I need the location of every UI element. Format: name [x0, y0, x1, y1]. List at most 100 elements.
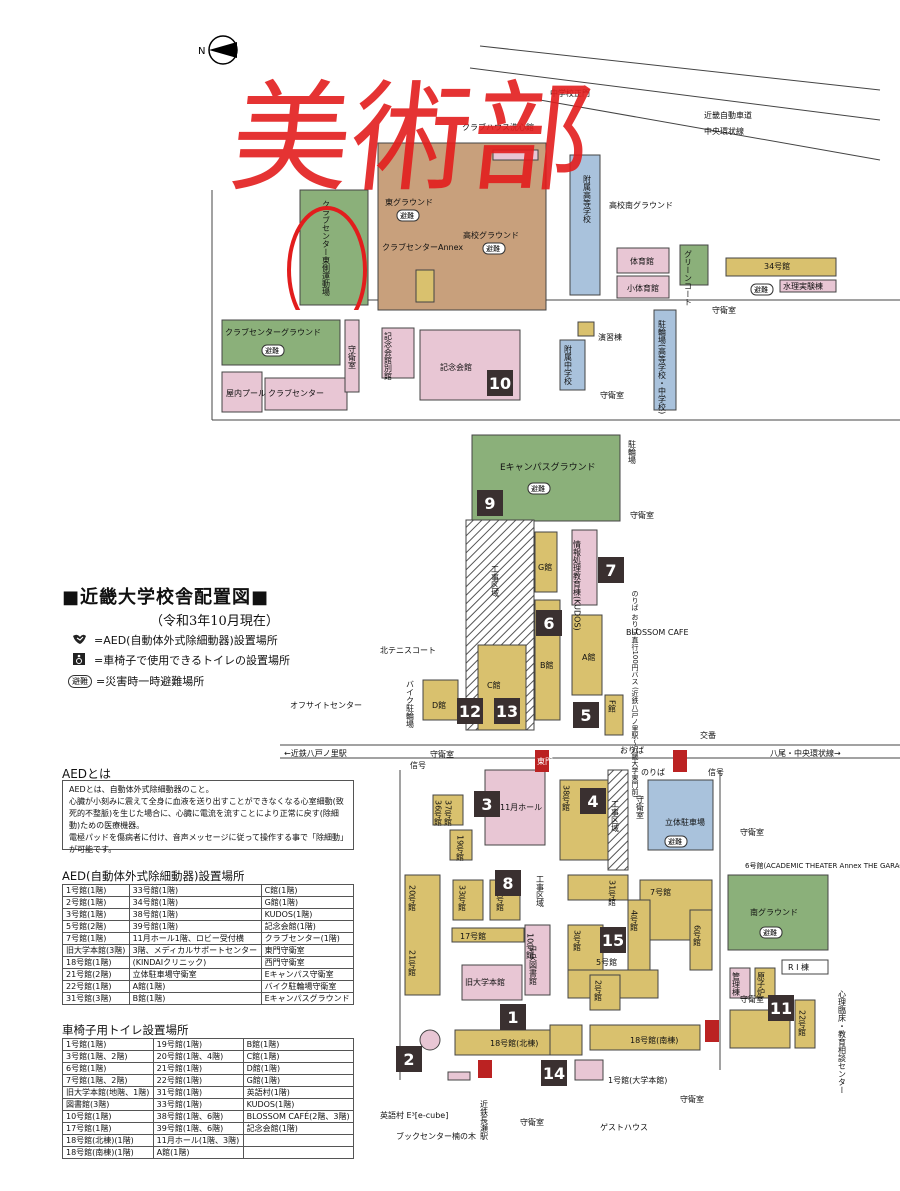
aed-location-table: 1号館(1階)33号館(1階)C館(1階)2号館(1階)34号館(1階)G館(1…	[62, 884, 355, 1005]
table-row: 10号館(1階)38号館(1階、6階)BLOSSOM CAFÉ(2階、3階)	[62, 1110, 355, 1123]
table-row: 図書館(3階)33号館(1階)KUDOS(1階)	[62, 1098, 355, 1111]
building-number-11: 11	[768, 995, 794, 1021]
book-center	[447, 1071, 471, 1081]
buildings	[221, 142, 837, 1081]
table-cell: 39号館(1階、6階)	[152, 1122, 244, 1135]
svg-text:避難: 避難	[486, 244, 500, 253]
guesthouse	[574, 1059, 604, 1081]
table-cell: 11月ホール(1階、3階)	[152, 1134, 244, 1147]
table-cell: G館(1階)	[242, 1074, 355, 1087]
table-row: 旧大学本館(地階、1階)31号館(1階)英語村(1階)	[62, 1086, 355, 1099]
table-cell: バイク駐輪場守衛室	[260, 980, 355, 993]
jhs	[559, 339, 586, 391]
evac-symbol: 避難	[68, 675, 92, 688]
label-bldg7: 7号館	[650, 887, 671, 897]
table-cell: 17号館(1階)	[62, 1122, 154, 1135]
east-ground-area	[377, 142, 547, 311]
legend-title: ■近畿大学校舎配置図■	[62, 587, 270, 608]
bldg2	[589, 974, 621, 1011]
label-genshiro: 原子炉	[757, 972, 766, 997]
label-bus-note: のりば おりば 直行100円バス (近鉄八戸ノ里駅～近畿大学東門前)	[631, 590, 639, 798]
aed-heading: AEDとは	[62, 767, 112, 781]
label-d-bldg: D館	[432, 700, 446, 710]
label-kinen-bekkan: 記念会館別館	[384, 331, 393, 381]
label-offsite: オフサイトセンター	[290, 701, 362, 710]
table-cell: 英語村(1階)	[242, 1086, 355, 1099]
table-cell: 7号館(1階)	[62, 932, 130, 945]
label-chuo-loop: 中央環状線	[704, 126, 744, 136]
svg-text:避難: 避難	[668, 837, 682, 846]
label-bldg1: 1号館(大学本館)	[608, 1075, 667, 1085]
bldg18s	[589, 1024, 701, 1051]
table-cell: 20号館(1階、4階)	[152, 1050, 244, 1063]
label-bldg20: 20号館	[408, 885, 417, 912]
a-bldg	[571, 614, 603, 696]
evac-marker: 避難	[261, 344, 285, 357]
svg-text:避難: 避難	[400, 211, 414, 220]
table-cell: クラブセンター(1階)	[260, 932, 355, 945]
ri-bldg	[781, 959, 829, 975]
svg-text:避難: 避難	[531, 484, 545, 493]
table-cell: 21号館(2階)	[62, 968, 130, 981]
label-south-ground: 南グラウンド	[750, 907, 798, 917]
label-cc-field: クラブセンター東側運動場	[322, 200, 331, 297]
table-cell: 図書館(3階)	[62, 1098, 154, 1111]
table-row: 1号館(1階)19号館(1階)B館(1階)	[62, 1038, 355, 1051]
bldg19	[449, 829, 473, 861]
bldg3	[567, 924, 604, 971]
label-b-bldg: B館	[540, 660, 554, 670]
label-enshu: 演習棟	[598, 332, 622, 342]
indoor-pool	[221, 371, 263, 413]
table-cell: KUDOS(1階)	[242, 1098, 355, 1111]
label-bldg37: 37号館	[444, 800, 453, 827]
bldg22	[794, 999, 816, 1049]
evac-marker: 避難	[527, 482, 551, 495]
table-cell: 33号館(1階)	[128, 884, 262, 897]
club-center-field	[299, 189, 369, 306]
table-cell: 18号館(北棟)(1階)	[62, 1134, 154, 1147]
svg-text:避難: 避難	[265, 346, 279, 355]
label-indoor-pool: 屋内プール	[226, 388, 266, 398]
club-center	[264, 377, 348, 411]
construction-zone-2	[607, 769, 629, 871]
table-cell: 西門守衛室	[260, 956, 355, 969]
aed-description: AEDとは、自動体外式除細動器のこと。 心臓が小刻みに震えて全身に血液を送り出す…	[62, 780, 354, 854]
table-cell: 39号館(1階)	[128, 920, 262, 933]
table-row: 3号館(1階、2階)20号館(1階、4階)C館(1階)	[62, 1050, 355, 1063]
label-bldg6: 6号館	[693, 925, 702, 947]
evac-markers: 避難 避難 避難 避難 避難 避難 避難	[261, 209, 783, 939]
library	[524, 924, 551, 996]
kanri	[729, 967, 751, 999]
table-cell: B館(1階)	[242, 1038, 355, 1051]
table-cell: 11月ホール1階、ロビー受付横	[128, 932, 262, 945]
table-cell: A館(1階)	[152, 1146, 244, 1159]
label-construction-1: 工事区域	[491, 565, 500, 597]
label-club-house: クラブハウス洗心館	[462, 122, 534, 132]
table-cell: 東門守衛室	[260, 944, 355, 957]
table-cell: A館(1階)	[128, 980, 262, 993]
label-kanri: 管理棟	[732, 971, 741, 997]
table-cell: (KINDAIクリニック)	[128, 956, 262, 969]
table-cell: 34号館(1階)	[128, 896, 262, 909]
label-signal-1: 信号	[708, 767, 724, 777]
bldg33	[452, 879, 484, 921]
building-number-1: 1	[500, 1004, 526, 1030]
label-north-tennis: 北テニスコート	[380, 646, 436, 655]
annex-bldg	[415, 269, 435, 303]
table-cell: 22号館(1階)	[62, 980, 130, 993]
table-row: 22号館(1階)A館(1階)バイク駐輪場守衛室	[62, 980, 355, 993]
table-cell: 記念会館(1階)	[260, 920, 355, 933]
e-cube	[419, 1029, 441, 1051]
label-bldg5: 5号館	[596, 957, 617, 967]
building-number-12: 12	[457, 698, 483, 724]
table-cell	[242, 1134, 355, 1147]
kinen-bekkan	[381, 327, 415, 379]
label-to-yaenosato: ←近鉄八戸ノ里駅	[284, 748, 347, 758]
label-guard-9: 守衛室	[636, 794, 645, 819]
label-gym: 体育館	[630, 256, 654, 266]
label-bldg19: 19号館	[456, 835, 465, 862]
table-cell: 19号館(1階)	[152, 1038, 244, 1051]
label-bldg17: 17号館	[460, 931, 486, 941]
old-main	[461, 964, 523, 1001]
